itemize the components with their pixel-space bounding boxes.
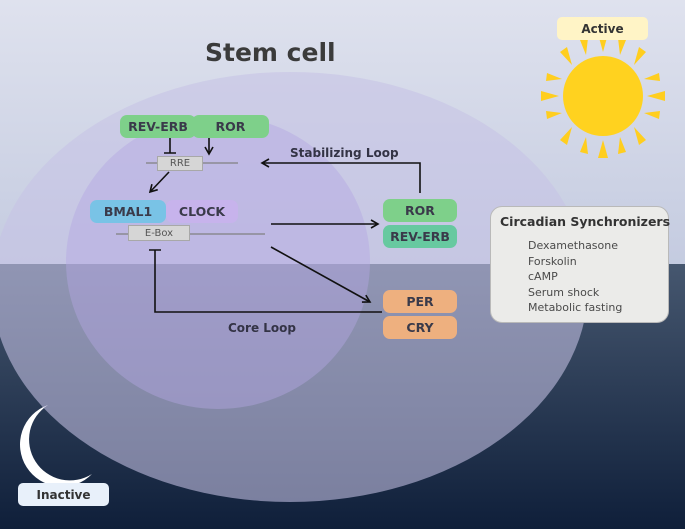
moon-icon bbox=[20, 405, 93, 487]
clock-protein: CLOCK bbox=[166, 200, 238, 223]
cell-title: Stem cell bbox=[205, 38, 336, 67]
synchronizer-item: Metabolic fasting bbox=[528, 301, 623, 314]
core-loop-label: Core Loop bbox=[228, 321, 297, 335]
circadian-synchronizers-panel: Circadian Synchronizers Dexamethasone Fo… bbox=[490, 206, 671, 323]
rev-erb-protein-top: REV-ERB bbox=[120, 115, 196, 138]
sun-icon bbox=[541, 34, 665, 158]
synchronizers-list: Dexamethasone Forskolin cAMP Serum shock… bbox=[528, 238, 622, 316]
ebox-to-per-arrow bbox=[270, 246, 372, 303]
stabilizing-loop-label: Stabilizing Loop bbox=[290, 146, 399, 160]
synchronizer-item: Forskolin bbox=[528, 254, 577, 268]
synchronizer-item: Serum shock bbox=[528, 285, 600, 299]
synchronizer-item: Dexamethasone bbox=[528, 239, 619, 252]
rev-erb-target: REV-ERB bbox=[383, 225, 457, 248]
synchronizer-item: cAMP bbox=[528, 270, 558, 283]
bmal1-protein: BMAL1 bbox=[90, 200, 166, 223]
inactive-state-badge: Inactive bbox=[18, 483, 109, 506]
cell-inner bbox=[66, 115, 370, 409]
ror-protein-top: ROR bbox=[192, 115, 269, 138]
ror-target: ROR bbox=[383, 199, 457, 222]
rre-to-bmal1-arrow bbox=[148, 171, 170, 194]
core-loop-inhibit-line bbox=[149, 249, 382, 313]
active-state-badge: Active bbox=[557, 17, 648, 40]
stabilizing-loop-arrow bbox=[260, 158, 421, 193]
rre-element: RRE bbox=[157, 156, 203, 171]
per-protein: PER bbox=[383, 290, 457, 313]
cry-protein: CRY bbox=[383, 316, 457, 339]
rev-erb-inhibit-arrow bbox=[164, 138, 176, 154]
e-box-element: E-Box bbox=[128, 225, 190, 241]
synchronizers-title: Circadian Synchronizers bbox=[500, 214, 671, 229]
cell-outer bbox=[0, 72, 588, 502]
